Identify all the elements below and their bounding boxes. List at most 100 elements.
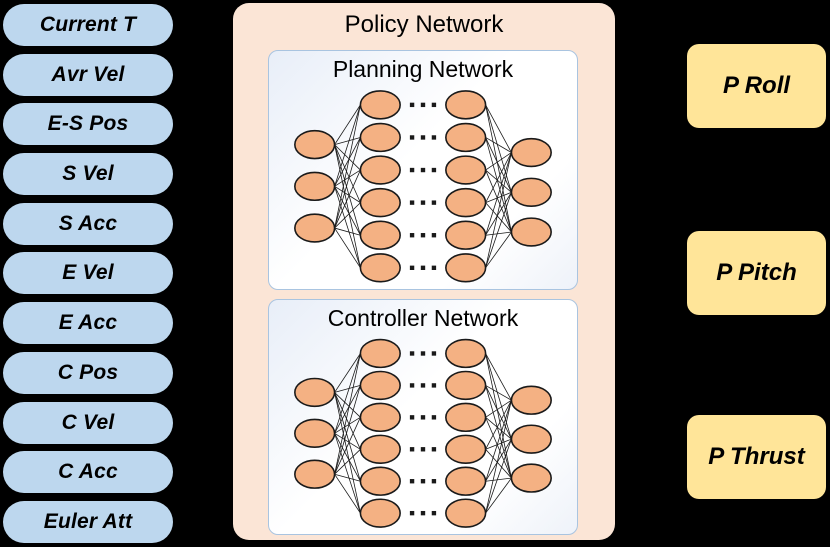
output-box-label: P Thrust xyxy=(708,443,805,470)
output-box-label: P Roll xyxy=(722,72,791,99)
output-box-p-pitch: P Pitch xyxy=(687,231,826,315)
network-nodes xyxy=(294,90,552,283)
network-node xyxy=(359,338,401,369)
network-nodes xyxy=(294,338,552,528)
network-node xyxy=(359,187,401,218)
network-node xyxy=(445,338,487,369)
ellipsis-dot xyxy=(420,415,426,420)
network-node xyxy=(294,418,336,449)
controller-network-panel: Controller Network xyxy=(268,299,578,535)
ellipsis-dot xyxy=(431,233,437,238)
ellipsis-dot xyxy=(420,200,426,205)
network-node xyxy=(445,498,487,528)
input-pill-e-acc: E Acc xyxy=(3,302,173,345)
input-pill-e-s-pos: E-S Pos xyxy=(3,103,173,146)
ellipsis-dot xyxy=(409,415,415,420)
network-edges xyxy=(334,104,512,269)
network-node xyxy=(359,122,401,153)
network-node xyxy=(359,155,401,185)
input-pill-current-t: Current T xyxy=(3,4,173,46)
ellipsis-dot xyxy=(431,135,437,140)
network-node xyxy=(510,424,552,454)
input-pill-s-acc: S Acc xyxy=(3,202,173,245)
ellipsis-dot xyxy=(420,102,426,108)
ellipsis-rows xyxy=(409,102,437,270)
input-pill-label: Euler Att xyxy=(43,509,133,533)
policy-network-title: Policy Network xyxy=(344,11,504,38)
ellipsis-dot xyxy=(431,200,437,205)
input-pill-c-vel: C Vel xyxy=(3,401,173,444)
network-node xyxy=(359,90,401,120)
ellipsis-dot xyxy=(409,479,415,484)
network-node xyxy=(294,213,336,243)
ellipsis-dot xyxy=(409,135,415,140)
policy-network-panel: Policy Network Planning Network Controll… xyxy=(233,3,615,540)
ellipsis-dot xyxy=(409,167,415,173)
planning-network-graph xyxy=(294,90,552,283)
input-pill-label: Current T xyxy=(39,13,137,36)
ellipsis-rows xyxy=(409,351,437,516)
network-node xyxy=(294,377,336,408)
ellipsis-dot xyxy=(420,265,426,270)
network-node xyxy=(445,155,487,185)
network-node xyxy=(445,370,487,401)
output-box-label: P Pitch xyxy=(716,259,797,286)
network-node xyxy=(294,459,336,489)
network-node xyxy=(445,90,487,120)
network-node xyxy=(445,253,487,283)
input-pill-label: E Vel xyxy=(62,261,114,285)
ellipsis-dot xyxy=(431,351,437,356)
input-pill-label: E Acc xyxy=(58,311,118,335)
network-node xyxy=(359,498,401,528)
ellipsis-dot xyxy=(409,383,415,388)
input-feature-list: Current T Avr Vel E-S Pos S Vel S Acc E … xyxy=(3,4,173,543)
controller-network-graph xyxy=(294,338,552,528)
network-node xyxy=(510,217,552,247)
network-node xyxy=(445,220,487,250)
input-pill-label: C Vel xyxy=(61,410,115,434)
ellipsis-dot xyxy=(409,510,415,516)
network-node xyxy=(294,129,336,160)
input-pill-label: S Vel xyxy=(62,162,114,186)
network-node xyxy=(445,402,487,433)
ellipsis-dot xyxy=(420,479,426,484)
controller-network-title: Controller Network xyxy=(327,305,519,331)
ellipsis-dot xyxy=(431,167,437,173)
ellipsis-dot xyxy=(431,479,437,484)
network-node xyxy=(510,177,552,208)
ellipsis-dot xyxy=(409,265,415,270)
ellipsis-dot xyxy=(420,351,426,356)
ellipsis-dot xyxy=(431,510,437,516)
network-node xyxy=(359,253,401,283)
input-pill-s-vel: S Vel xyxy=(3,153,173,196)
ellipsis-dot xyxy=(420,447,426,452)
network-edges xyxy=(334,353,512,514)
ellipsis-dot xyxy=(409,447,415,452)
ellipsis-dot xyxy=(420,167,426,173)
output-box-p-roll: P Roll xyxy=(687,44,826,128)
network-node xyxy=(510,463,552,493)
ellipsis-dot xyxy=(431,102,437,108)
input-pill-euler-att: Euler Att xyxy=(3,500,173,543)
network-node xyxy=(359,402,401,433)
network-node xyxy=(294,171,336,202)
ellipsis-dot xyxy=(409,233,415,238)
network-node xyxy=(359,466,401,496)
input-pill-c-acc: C Acc xyxy=(3,451,173,494)
network-node xyxy=(359,370,401,401)
ellipsis-dot xyxy=(431,265,437,270)
network-node xyxy=(445,187,487,218)
ellipsis-dot xyxy=(420,233,426,238)
ellipsis-dot xyxy=(431,447,437,452)
ellipsis-dot xyxy=(409,351,415,356)
input-pill-label: C Pos xyxy=(57,360,119,384)
input-pill-label: Avr Vel xyxy=(51,62,125,86)
ellipsis-dot xyxy=(409,200,415,205)
ellipsis-dot xyxy=(431,383,437,388)
input-pill-label: E-S Pos xyxy=(47,112,129,136)
network-node xyxy=(445,466,487,496)
ellipsis-dot xyxy=(420,510,426,516)
network-node xyxy=(359,434,401,464)
network-node xyxy=(359,220,401,250)
